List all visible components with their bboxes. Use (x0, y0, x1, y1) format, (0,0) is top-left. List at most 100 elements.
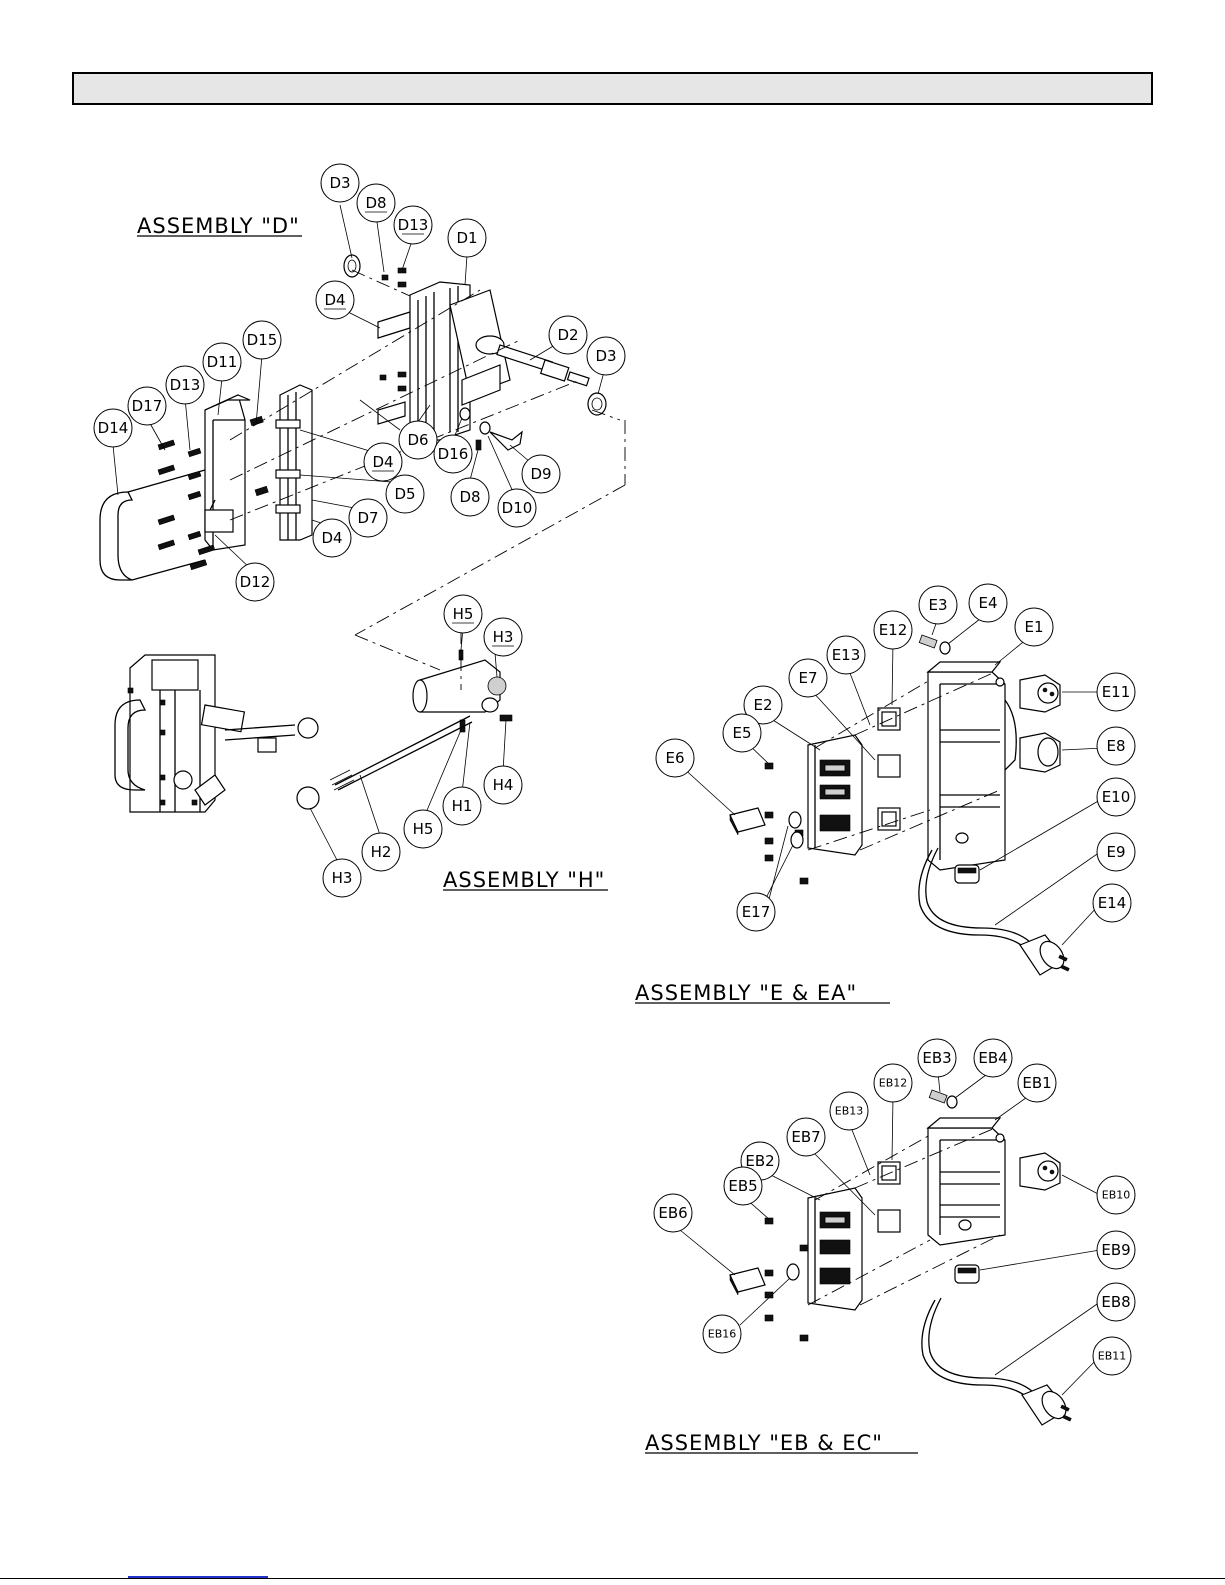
callout-label: D8 (365, 194, 386, 212)
callout-label: EB9 (1101, 1241, 1130, 1259)
callout-eb6: EB6 (654, 1194, 692, 1232)
callout-label: EB7 (791, 1128, 820, 1146)
callout-label: EB5 (728, 1177, 757, 1195)
callout-label: EB6 (658, 1204, 687, 1222)
callout-eb12: EB12 (874, 1064, 912, 1102)
callout-d15: D15 (243, 321, 281, 359)
callout-label: D12 (240, 573, 271, 591)
assembly-d-title: ASSEMBLY "D" (137, 214, 300, 238)
callout-h1: H1 (443, 787, 481, 825)
callout-d13: D13 (394, 206, 432, 244)
callout-label: D7 (357, 509, 378, 527)
callout-label: EB11 (1098, 1350, 1127, 1363)
callout-label: D4 (321, 529, 342, 547)
callout-label: D16 (438, 445, 469, 463)
callout-label: E5 (732, 724, 751, 742)
callout-eb4: EB4 (974, 1039, 1012, 1077)
callout-d3: D3 (321, 164, 359, 202)
callout-e4: E4 (969, 584, 1007, 622)
callout-eb11: EB11 (1093, 1337, 1131, 1375)
callout-e1: E1 (1015, 608, 1053, 646)
callout-label: E14 (1098, 894, 1127, 912)
callout-e8: E8 (1097, 727, 1135, 765)
callout-d7: D7 (349, 499, 387, 537)
callout-label: E7 (798, 669, 817, 687)
callout-d11: D11 (203, 343, 241, 381)
assembly-h-drawing: ASSEMBLY "H" (115, 628, 608, 892)
callout-label: EB13 (835, 1105, 864, 1118)
callout-h3: H3 (323, 859, 361, 897)
assembly-eb-title: ASSEMBLY "EB & EC" (645, 1431, 883, 1455)
callout-d4: D4 (364, 443, 402, 481)
callout-label: D17 (132, 397, 163, 415)
callout-e7: E7 (789, 659, 827, 697)
callout-e11: E11 (1097, 673, 1135, 711)
callout-label: E10 (1102, 788, 1131, 806)
callout-d9: D9 (522, 455, 560, 493)
callout-eb1: EB1 (1018, 1064, 1056, 1102)
callout-label: E8 (1106, 737, 1125, 755)
callout-label: EB8 (1101, 1293, 1130, 1311)
callout-eb3: EB3 (918, 1039, 956, 1077)
callout-d16: D16 (434, 435, 472, 473)
callout-d3: D3 (587, 337, 625, 375)
callout-eb5: EB5 (724, 1167, 762, 1205)
callout-e3: E3 (919, 586, 957, 624)
callout-label: E13 (832, 646, 861, 664)
callout-h3: H3 (484, 618, 522, 656)
callout-label: D2 (557, 326, 578, 344)
callout-label: D13 (170, 376, 201, 394)
callout-d17: D17 (128, 387, 166, 425)
callout-e17: E17 (737, 893, 775, 931)
callout-e9: E9 (1097, 833, 1135, 871)
callout-label: D5 (394, 485, 415, 503)
callout-label: D10 (502, 499, 533, 517)
callout-label: H4 (493, 776, 514, 794)
assembly-e-title: ASSEMBLY "E & EA" (635, 981, 857, 1005)
callout-label: E11 (1102, 683, 1131, 701)
callout-label: E12 (879, 621, 908, 639)
callout-label: E4 (978, 594, 997, 612)
callout-label: E3 (928, 596, 947, 614)
assembly-d-drawing: ASSEMBLY "D" (100, 205, 625, 670)
callout-label: E9 (1106, 843, 1125, 861)
callout-label: D13 (398, 216, 429, 234)
assembly-h-title: ASSEMBLY "H" (443, 868, 605, 892)
callout-label: EB10 (1102, 1189, 1131, 1202)
callout-label: H3 (332, 869, 353, 887)
callout-label: H5 (453, 605, 474, 623)
callout-eb7: EB7 (787, 1118, 825, 1156)
callout-e10: E10 (1097, 778, 1135, 816)
callout-label: D1 (456, 229, 477, 247)
callout-eb16: EB16 (703, 1315, 741, 1353)
callout-label: E1 (1024, 618, 1043, 636)
callout-eb9: EB9 (1097, 1231, 1135, 1269)
callout-label: D6 (407, 431, 428, 449)
callout-d10: D10 (498, 489, 536, 527)
callout-label: EB2 (745, 1152, 774, 1170)
callout-h5: H5 (404, 810, 442, 848)
assembly-e-drawing: ASSEMBLY "E & EA" (635, 615, 1110, 1005)
callout-eb13: EB13 (830, 1092, 868, 1130)
callout-label: EB4 (978, 1049, 1007, 1067)
callout-eb10: EB10 (1097, 1176, 1135, 1214)
callout-label: D8 (459, 488, 480, 506)
callout-label: EB12 (879, 1077, 908, 1090)
callout-e5: E5 (723, 714, 761, 752)
callout-h5: H5 (444, 595, 482, 633)
callout-label: D4 (372, 453, 393, 471)
callout-label: EB1 (1022, 1074, 1051, 1092)
callout-label: D4 (324, 291, 345, 309)
callout-label: D3 (595, 347, 616, 365)
callout-label: D14 (98, 419, 129, 437)
callout-d4: D4 (316, 281, 354, 319)
callout-h4: H4 (484, 766, 522, 804)
callout-label: H5 (413, 820, 434, 838)
callout-d1: D1 (448, 219, 486, 257)
callout-d2: D2 (549, 316, 587, 354)
callout-e13: E13 (827, 636, 865, 674)
callout-d8: D8 (357, 184, 395, 222)
callout-e6: E6 (656, 739, 694, 777)
callout-label: H1 (452, 797, 473, 815)
